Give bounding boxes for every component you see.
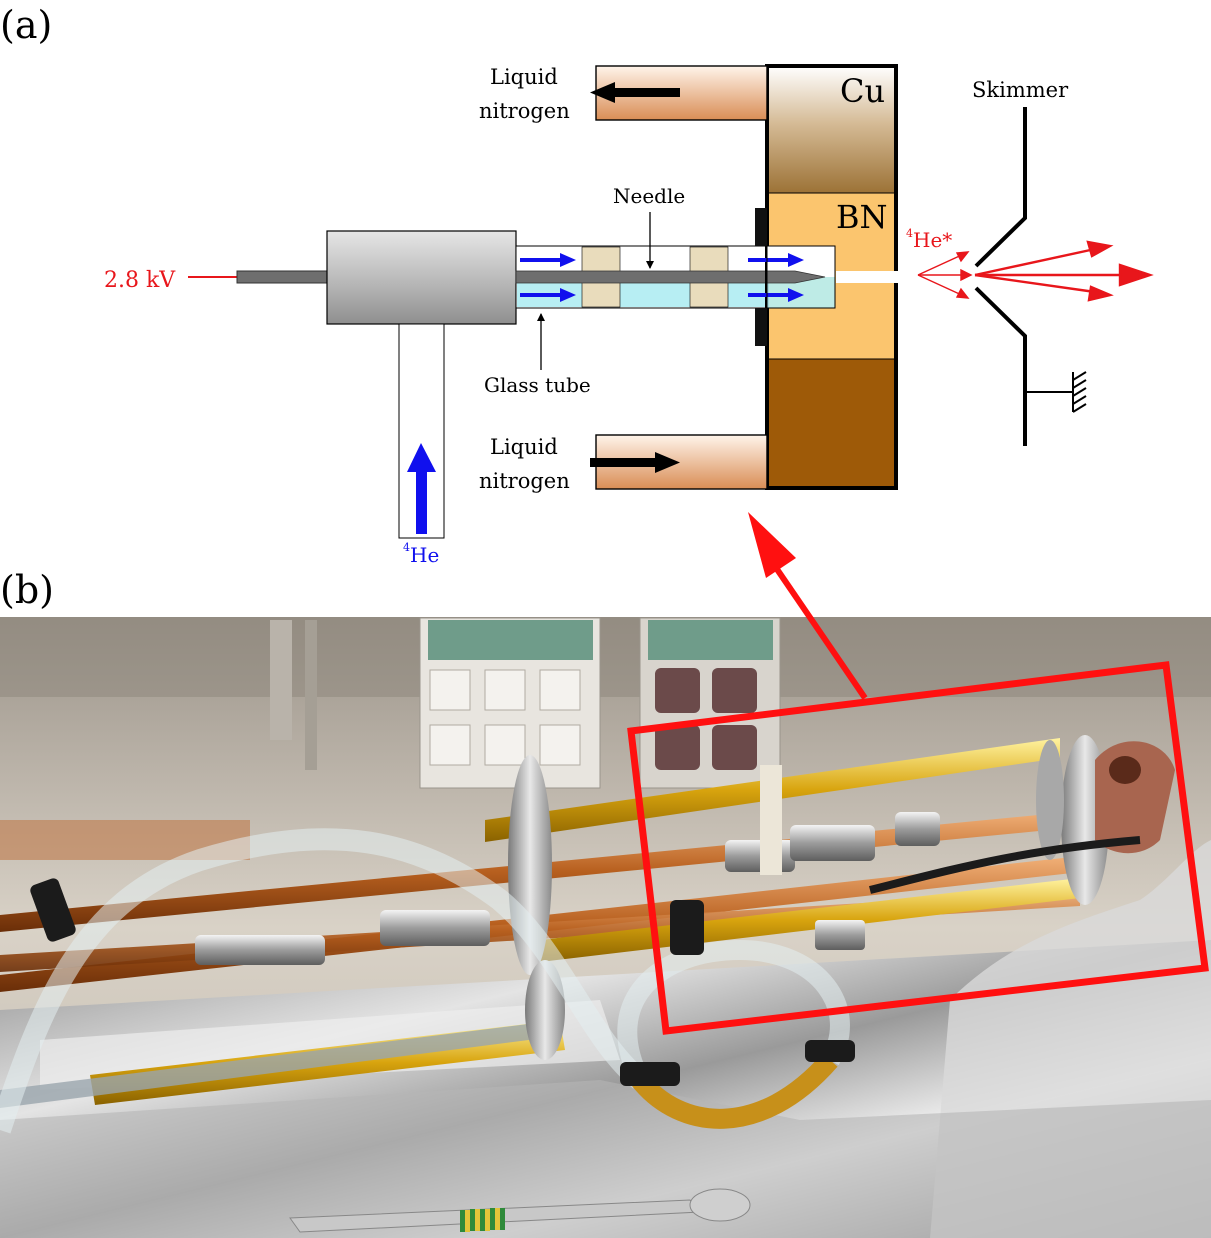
apparatus-photo [0, 617, 1211, 1238]
ln-arrow-bottom [590, 452, 680, 473]
helium-inlet-mass: 4 [403, 541, 410, 554]
ln-label-top-line2: nitrogen [479, 99, 570, 123]
flow-arrows-inside [748, 253, 804, 302]
expansion-arrows [917, 251, 973, 299]
helium-inlet-arrow [407, 443, 436, 534]
skimmer [974, 107, 1027, 446]
gasket-bottom [755, 308, 767, 346]
he-star-mass: 4 [906, 227, 913, 240]
ln-label-top-line1: Liquid [490, 65, 558, 89]
gasket-top [755, 208, 767, 246]
voltage-label: 2.8 kV [104, 268, 176, 293]
he-star-label: He* [913, 228, 952, 252]
helium-inlet-tube [398, 323, 445, 539]
glass-tube-end-outline [766, 245, 836, 309]
bn-label: BN [836, 198, 888, 236]
panel-b-label: (b) [0, 568, 54, 612]
nozzle-channel [836, 271, 898, 283]
ln-label-bottom-line2: nitrogen [479, 469, 570, 493]
skimmer-label: Skimmer [972, 78, 1069, 102]
helium-inlet-label: He [410, 543, 439, 567]
ln-arrow-top [590, 82, 680, 103]
cu-label: Cu [840, 72, 885, 110]
copper-top [767, 66, 896, 193]
panel-a-label: (a) [0, 3, 52, 47]
beam-arrows [974, 240, 1154, 302]
needle-label: Needle [613, 184, 685, 208]
callout-arrow [748, 512, 868, 700]
source-body [326, 230, 517, 325]
ground-symbol [1025, 371, 1087, 413]
copper-bottom [767, 359, 896, 488]
highlight-box [627, 661, 1209, 1035]
glass-tube-label: Glass tube [484, 373, 591, 397]
electrode-rod [236, 270, 330, 284]
ln-label-bottom-line1: Liquid [490, 435, 558, 459]
